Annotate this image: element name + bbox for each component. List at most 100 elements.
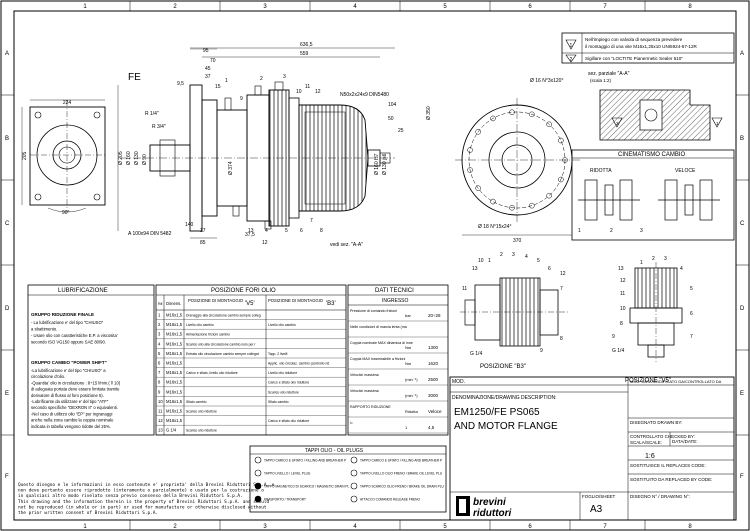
tech-row-label: i=	[350, 421, 353, 425]
sheet-format: A3	[590, 504, 603, 515]
group1-line: a sbattimento.	[31, 327, 57, 332]
tech-row-unit: bar	[405, 313, 411, 318]
thread-r34: R 3/4"	[152, 124, 166, 130]
thread-r14: R 1/4"	[145, 111, 159, 117]
kin-item-1: 1	[578, 228, 581, 234]
grid-col-4: 4	[353, 4, 357, 10]
callout-6: 6	[300, 228, 303, 234]
group2-line: -Quantita' olio in circolazione : 8÷15 l…	[31, 380, 121, 385]
dim-holes-18: Ø 18 N°15x24°	[478, 224, 511, 230]
brevini-logo: brevini riduttori	[456, 496, 512, 519]
dim-90-deg: 90°	[62, 210, 70, 216]
position-b3-label: POSIZIONE "B3"	[480, 364, 526, 370]
b3-callout: 12	[560, 271, 566, 277]
scale-label: SCALA/SCALE:	[630, 440, 662, 445]
oil-row-dim: M16x1,5	[166, 361, 183, 366]
grid-row-d-right: D	[740, 306, 745, 312]
oil-row-rif: 2	[158, 322, 161, 327]
grid-col-8-bottom: 8	[688, 524, 692, 530]
dim-dia-90: Ø 90	[142, 154, 148, 165]
oil-row-dim: M16x1,5	[166, 313, 183, 318]
b3-callout: 10	[478, 258, 484, 264]
grid-col-5: 5	[443, 4, 447, 10]
oil-row-b3: Carico e sfiato olio riduttore	[268, 419, 309, 423]
tech-data-subheader: INGRESSO	[382, 298, 409, 304]
grid-col-6: 6	[528, 4, 532, 10]
flange-bolt-holes	[467, 109, 568, 211]
bolt-hole	[509, 109, 515, 116]
group2-line: -Nel caso di utilizzo olio "EP" per ingr…	[31, 411, 112, 416]
drawn-by: DISEGNATO DRAWN BY:	[630, 420, 682, 425]
kin-item-3: 3	[640, 228, 643, 234]
sheet-label: FOGLIO/SHEET	[582, 494, 616, 499]
grid-col-2: 2	[173, 4, 177, 10]
b3-callout: 5	[537, 258, 540, 264]
v5-callout: 12	[620, 278, 626, 284]
kinematics-title: CINEMATISMO CAMBIO	[618, 152, 686, 158]
dim-559: 559	[300, 51, 309, 57]
b3-callout: 7	[560, 286, 563, 292]
group2-line: circolazione d'olio.	[31, 374, 65, 379]
group2-line: derivatore di flusso al foro posizione 5…	[31, 393, 104, 398]
section-mark-2: 2	[616, 121, 619, 126]
tech-row-label: Coppia nominale MAX dinamica di inne	[350, 341, 413, 345]
group1-title: GRUPPO RIDUZIONE FINALE	[31, 312, 94, 317]
oil-row-dim: M16x1,5	[166, 389, 183, 394]
bolt-hole	[467, 147, 473, 153]
plug-icon	[350, 495, 358, 503]
plug-icon	[254, 495, 262, 503]
b3-callout: 13	[472, 266, 478, 272]
see-section: vedi sez. "A-A"	[330, 242, 363, 248]
disclaimer-line: This drawing and the information therein…	[18, 499, 269, 505]
callout-13: 13	[248, 228, 254, 234]
oil-row-dim: M16x1,5	[166, 380, 183, 385]
v5-callout: 2	[652, 256, 655, 262]
callout-2: 2	[260, 76, 263, 82]
grid-col-2-bottom: 2	[173, 524, 177, 530]
triangle-1-icon	[565, 39, 577, 50]
plugs-title: TAPPI OLIO - OIL PLUGS	[305, 448, 364, 454]
grid-rows: A B C D E F A B C D E F	[5, 51, 745, 480]
b3-callout: 11	[462, 286, 467, 292]
oil-row-v5: Scarico olio alla circolazione cambio so…	[186, 342, 256, 346]
callout-5: 5	[285, 228, 288, 234]
disclaimer-line: non deve pertanto essere riprodotto (int…	[18, 488, 264, 494]
dim-37-5: 37,5	[245, 232, 255, 238]
oil-plugs-legend: TAPPI OLIO - OIL PLUGS TAPPO CARICO E SF…	[249, 445, 447, 513]
dim-50: 50	[388, 116, 394, 122]
kinematics-diagram: CINEMATISMO CAMBIO RIDOTTA VELOCE 1 2 3	[571, 149, 735, 241]
kinematics-ridotta: RIDOTTA	[590, 168, 612, 174]
oil-row-b3: Scarico olio riduttore	[268, 390, 299, 394]
v5-g14: G 1/4	[612, 348, 624, 354]
oil-row-b3: Livello olio cambio	[268, 323, 296, 327]
section-triangle-1-icon	[711, 117, 723, 128]
lubrication-panel: LUBRIFICAZIONE GRUPPO RIDUZIONE FINALE -…	[27, 284, 155, 436]
plug-label: ATTACCO COMANDO RELEASE FRENO	[360, 498, 420, 502]
notes-box: 1 2 Nell'impiego con valvola di sequenza…	[561, 32, 735, 64]
dim-104: 104	[388, 102, 397, 108]
oil-row-dim: M16x1,5	[166, 409, 183, 414]
drawing-number-label: DISEGNO N° / DRAWING N°:	[630, 494, 690, 499]
bolt-hole	[558, 176, 564, 183]
grid-row-e-right: E	[740, 391, 744, 397]
v5-callout: 3	[664, 256, 667, 262]
oil-row-dim: G 1/4	[166, 428, 177, 433]
b3-callout: 9	[540, 348, 543, 354]
v5-callout: 4	[680, 266, 683, 272]
grid-row-f: F	[5, 474, 9, 480]
plug-label: TAPPO MAGNETICO DI SCARICO / MAGNETIC DR…	[264, 485, 350, 489]
title-block: MOD. MOD. DATA MODIFICATO DA/CONTROLLATO…	[449, 376, 735, 521]
b3-callout: 2	[500, 252, 503, 258]
grid-row-a: A	[5, 51, 9, 57]
oil-row-dim: M16x1,5	[166, 332, 183, 337]
mod-columns: MOD. DATA MODIFICATO DA/CONTROLLATO DA	[630, 379, 722, 384]
callout-4: 4	[265, 228, 268, 234]
note-2-number: 2	[570, 57, 573, 63]
grid-col-4-bottom: 4	[353, 524, 357, 530]
grid-row-c: C	[5, 221, 10, 227]
callout-3: 3	[283, 74, 286, 80]
disclaimer-line: Questo disegno e le informazioni in esso…	[18, 482, 275, 488]
